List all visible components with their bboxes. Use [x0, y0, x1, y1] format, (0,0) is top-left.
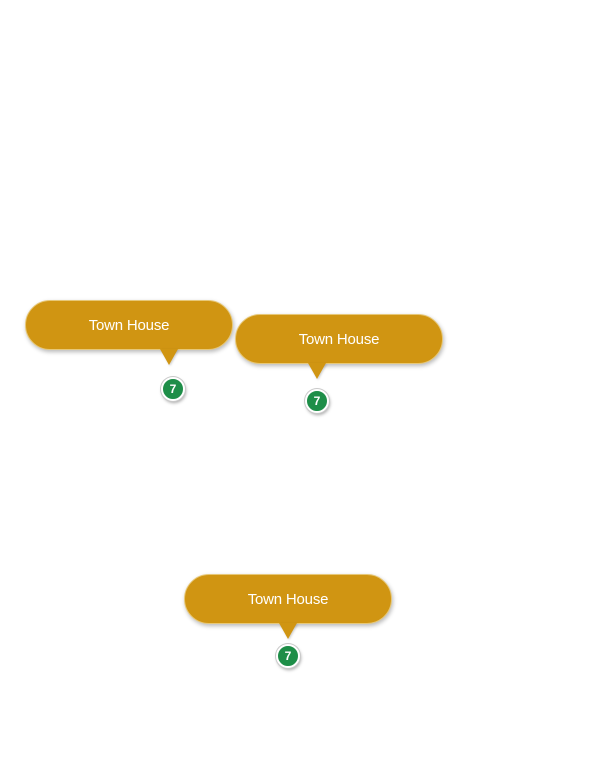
map-marker-group: Town House 7 — [25, 300, 235, 410]
map-marker-group: Town House 7 — [235, 314, 445, 424]
pin-number: 7 — [169, 382, 177, 396]
callout-label: Town House — [298, 330, 380, 348]
location-callout[interactable]: Town House — [235, 314, 443, 364]
pin-number: 7 — [284, 649, 292, 663]
callout-label: Town House — [88, 316, 170, 334]
callout-label: Town House — [247, 590, 329, 608]
callout-pointer — [308, 363, 326, 379]
callout-pointer — [160, 349, 178, 365]
numbered-map-pin[interactable]: 7 — [276, 644, 300, 668]
location-callout[interactable]: Town House — [184, 574, 392, 624]
numbered-map-pin[interactable]: 7 — [305, 389, 329, 413]
map-marker-group: Town House 7 — [184, 574, 394, 684]
pin-number: 7 — [313, 394, 321, 408]
location-callout[interactable]: Town House — [25, 300, 233, 350]
numbered-map-pin[interactable]: 7 — [161, 377, 185, 401]
callout-pointer — [279, 623, 297, 639]
